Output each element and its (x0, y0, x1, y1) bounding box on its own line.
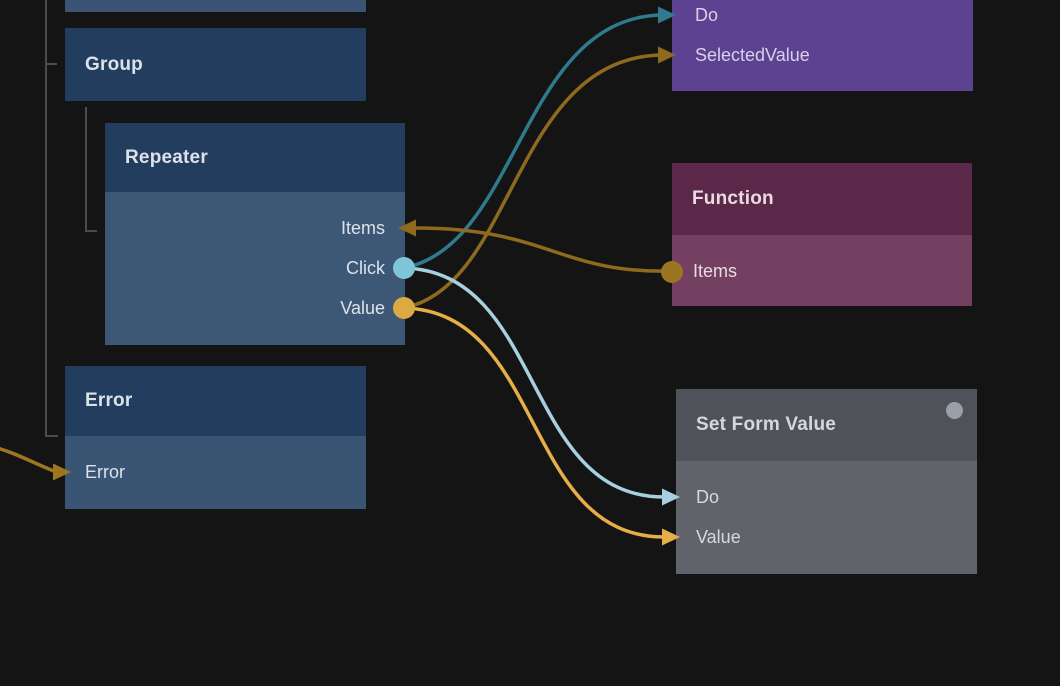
port-setformvalue-do[interactable]: Do (696, 487, 720, 507)
node-group[interactable]: Group (65, 28, 366, 101)
node-error-title: Error (85, 390, 133, 411)
wire-value-to-selectedvalue[interactable] (402, 53, 662, 310)
port-purple-selectedvalue[interactable]: SelectedValue (695, 45, 810, 65)
node-clipped-top[interactable] (65, 0, 366, 12)
node-function[interactable]: Function Items (672, 163, 972, 306)
node-error-header: Error (65, 366, 366, 436)
node-set-form-value[interactable]: Set Form Value Do Value (676, 389, 977, 574)
wire-functionitems-to-items[interactable] (414, 226, 674, 273)
status-dot (946, 402, 963, 419)
wire-click-to-do[interactable] (402, 13, 662, 270)
node-repeater-title: Repeater (125, 146, 208, 168)
node-error[interactable]: Error Error (65, 366, 366, 509)
node-group-title: Group (85, 53, 143, 75)
wire-offscreen-to-error[interactable] (0, 446, 56, 473)
node-repeater-header: Repeater (105, 123, 405, 192)
wire-click-to-setformvalue-do[interactable] (402, 266, 666, 499)
port-repeater-items[interactable]: Items (340, 218, 385, 238)
node-function-header: Function (672, 163, 972, 235)
node-set-form-value-header: Set Form Value (676, 389, 977, 461)
node-repeater[interactable]: Repeater Items Click Value (105, 123, 405, 345)
tree-line-repeater (85, 107, 97, 232)
port-repeater-value[interactable]: Value (340, 298, 385, 318)
node-purple-clipped[interactable]: Do SelectedValue (672, 0, 973, 91)
port-error-error[interactable]: Error (85, 462, 125, 482)
node-function-title: Function (692, 188, 774, 209)
port-setformvalue-value[interactable]: Value (696, 527, 741, 547)
port-purple-do[interactable]: Do (695, 5, 719, 25)
tree-line-vertical (45, 0, 58, 437)
node-set-form-value-title: Set Form Value (696, 414, 837, 435)
wire-value-to-setformvalue-value[interactable] (402, 306, 666, 539)
port-function-items[interactable]: Items (693, 261, 738, 281)
port-repeater-click[interactable]: Click (346, 258, 385, 278)
